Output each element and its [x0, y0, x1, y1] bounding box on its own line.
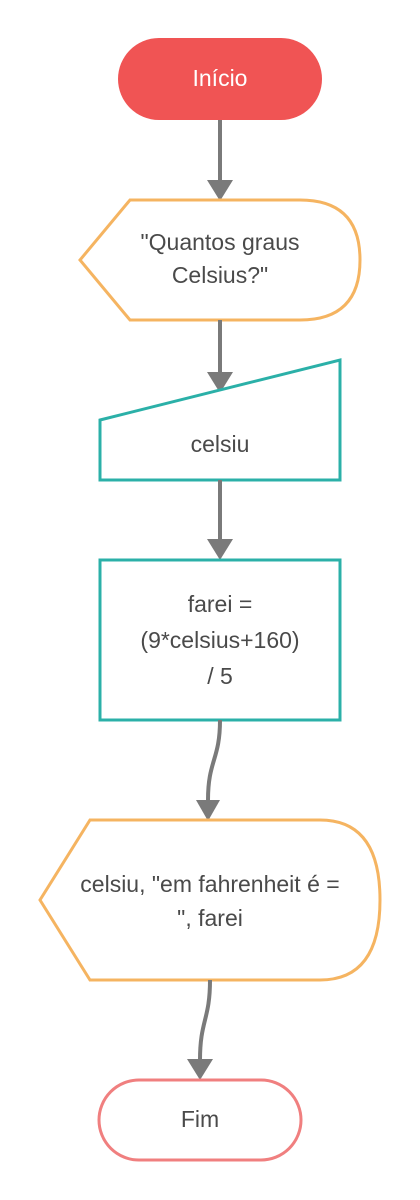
- display-shape: [38, 818, 382, 982]
- arrowhead: [207, 180, 233, 201]
- prompt-display-node[interactable]: "Quantos graus Celsius?": [78, 198, 362, 322]
- end-node[interactable]: Fim: [97, 1078, 303, 1162]
- output-display-node[interactable]: celsiu, "em fahrenheit é = ", farei: [38, 818, 382, 982]
- connector-input-to-process: [207, 480, 233, 560]
- prompt-line-1: "Quantos graus: [140, 229, 299, 255]
- arrowhead: [207, 372, 233, 393]
- process-line-3: / 5: [207, 663, 233, 689]
- output-line-2: ", farei: [177, 905, 243, 931]
- process-line-2: (9*celsius+160): [140, 627, 299, 653]
- connector-prompt-to-input: [207, 320, 233, 393]
- input-node[interactable]: celsiu: [98, 358, 342, 482]
- output-line-1: celsiu, "em fahrenheit é =: [80, 871, 339, 897]
- process-line-1: farei =: [188, 591, 253, 617]
- start-node[interactable]: Início: [118, 38, 322, 120]
- manual-input-shape: [98, 358, 342, 482]
- start-label: Início: [193, 65, 248, 91]
- connector-line: [206, 719, 222, 801]
- end-label: Fim: [181, 1106, 219, 1132]
- end-terminator-shape: [97, 1078, 303, 1162]
- arrowhead: [196, 800, 220, 821]
- connector-line: [198, 979, 212, 1061]
- arrowhead: [207, 539, 233, 560]
- start-terminator-shape: [118, 38, 322, 120]
- prompt-line-2: Celsius?": [172, 262, 268, 288]
- connector-start-to-prompt: [207, 120, 233, 201]
- process-shape: [98, 558, 342, 722]
- display-shape: [78, 198, 362, 322]
- connector-process-to-output: [196, 719, 222, 821]
- input-label: celsiu: [191, 431, 250, 457]
- process-node[interactable]: farei = (9*celsius+160) / 5: [98, 558, 342, 722]
- connector-output-to-end: [187, 979, 213, 1080]
- arrowhead: [187, 1059, 213, 1080]
